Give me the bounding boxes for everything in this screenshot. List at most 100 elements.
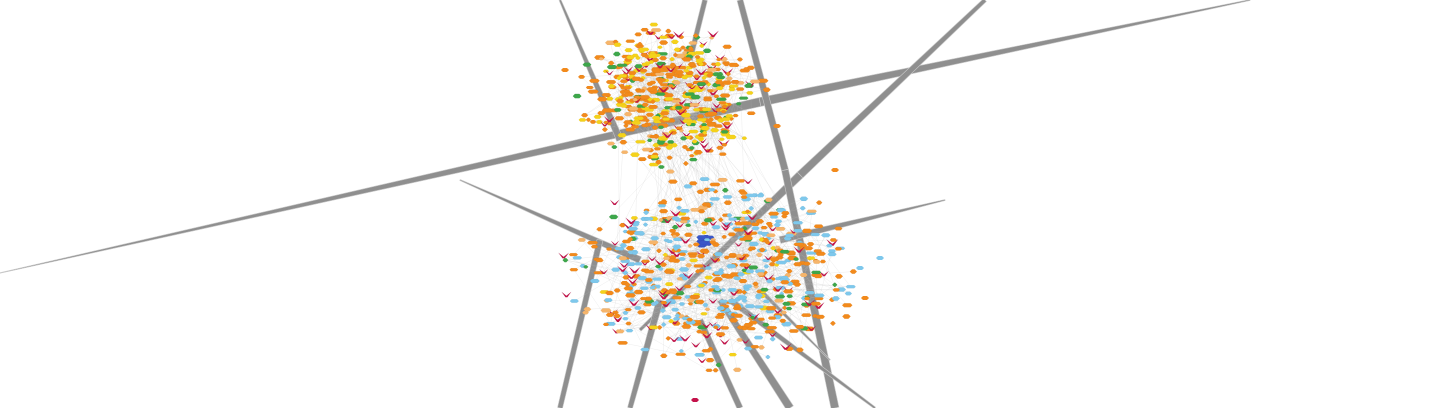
hexagon-node [660,199,668,204]
hexagon-node [694,55,701,59]
hexagon-node [685,263,693,268]
edge [724,296,780,329]
hexagon-node [741,289,748,295]
hexagon-node [805,251,815,255]
hexagon-node [692,107,701,112]
edge [632,73,661,110]
edge [739,199,769,328]
hexagon-node [702,249,710,254]
hexagon-node [834,274,844,279]
edge [573,137,688,255]
hexagon-node [793,262,803,267]
hexagon-node [589,278,600,284]
hexagon-node [813,293,825,298]
hexagon-node [598,57,604,61]
hexagon-node [640,347,650,352]
hexagon-node [722,121,731,126]
hexagon-node [580,112,589,118]
edge [674,305,819,322]
edge [754,195,778,248]
hexagon-node [691,139,698,144]
hexagon-node [697,283,706,288]
hexagon-node [679,219,688,224]
hexagon-node [665,145,674,150]
v-node [647,255,657,261]
hexagon-node [701,130,708,135]
outlier-node [561,68,569,72]
hexagon-node [813,274,823,279]
hexagon-node [715,332,726,337]
hexagon-node [674,313,681,318]
v-node [711,102,722,108]
v-node [701,331,713,339]
hexagon-node [625,55,635,60]
edge [658,36,705,130]
hexagon-node [619,79,629,84]
outlier-node [876,256,884,260]
edge [696,77,717,97]
v-node [657,289,668,296]
v-node [599,269,609,275]
edge [634,252,740,258]
hexagon-node [654,264,662,269]
hexagon-node [769,215,779,219]
hexagon-node [686,297,695,303]
hexagon-node [616,98,625,104]
hexagon-node [656,248,662,253]
hexagon-node [736,272,746,277]
long-edge [627,298,664,408]
hexagon-node [756,193,765,198]
hexagon-node [617,133,627,138]
edge [565,259,658,280]
hexagon-node [849,269,858,274]
edge [758,247,778,296]
hexagon-node [616,76,622,81]
hexagon-node [780,310,788,315]
hexagon-node [607,60,615,66]
hexagon-node [624,48,633,53]
hexagon-node [733,304,742,309]
hexagon-node [699,330,708,334]
hexagon-node [683,284,692,289]
edge [617,319,710,371]
hexagon-node [641,62,648,67]
hexagon-node [673,246,679,251]
hexagon-node [744,209,751,214]
edge [703,309,723,327]
v-node [610,240,620,246]
hexagon-node [562,258,569,263]
hexagon-node [743,322,754,328]
long-edge [781,168,840,408]
hexagon-node [634,64,643,69]
hexagon-node [614,116,625,121]
hexagon-node [583,307,592,312]
hexagon-node [601,127,608,132]
hexagon-node [602,69,610,73]
hexagon-node [727,298,738,304]
hexagon-node [701,230,707,235]
hexagon-node [655,159,663,165]
v-node [697,84,706,90]
edge [663,282,785,303]
hexagon-node [745,193,757,198]
hexagon-node [716,145,724,150]
hexagon-node [762,322,770,327]
hexagon-node [773,222,782,228]
hexagon-node [723,200,733,205]
hexagon-node [652,277,663,281]
hexagon-node [640,27,649,32]
edge [665,220,702,246]
hexagon-node [660,322,667,327]
hexagon-node [582,310,589,315]
v-node [695,68,708,76]
hexagon-node [713,252,724,257]
hexagon-node [692,242,700,247]
edge [709,252,817,371]
hexagon-node [834,226,843,231]
edge [744,292,807,316]
hexagon-node [755,252,763,258]
hexagon-node [702,98,713,102]
hexagon-node [729,317,739,323]
hexagon-node [739,221,750,226]
hexagon-node [769,257,780,262]
